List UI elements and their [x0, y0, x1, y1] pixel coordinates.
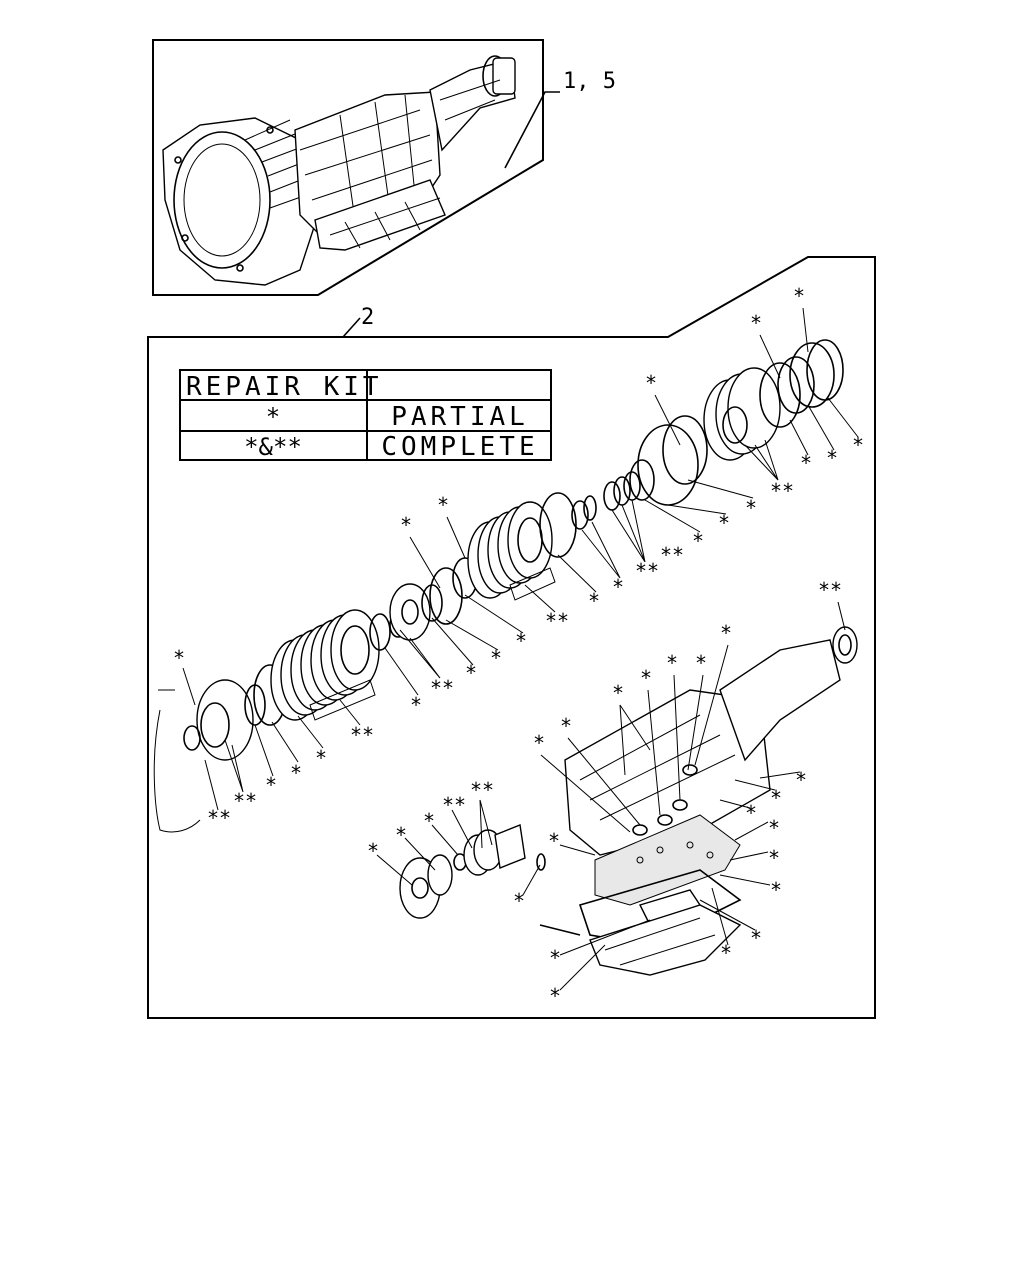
leader-lines — [182, 307, 859, 991]
part-mark: * — [513, 889, 525, 913]
complete-kit-symbol: *&** — [244, 433, 302, 461]
main-panel-frame — [147, 256, 876, 1019]
part-mark: ** — [430, 676, 454, 700]
part-mark: * — [549, 984, 561, 1008]
callout-label-2: 2 — [361, 305, 374, 330]
part-mark: * — [768, 816, 780, 840]
part-mark: * — [793, 284, 805, 308]
part-mark: * — [770, 878, 782, 902]
part-mark: * — [640, 666, 652, 690]
transmission-assembly-panel: 1, 5 — [152, 39, 616, 296]
part-mark: ** — [770, 479, 794, 503]
part-mark: * — [423, 809, 435, 833]
part-mark: * — [768, 846, 780, 870]
part-mark: * — [173, 646, 185, 670]
part-mark: ** — [545, 609, 569, 633]
part-mark: ** — [635, 559, 659, 583]
part-mark: * — [826, 446, 838, 470]
part-mark: ** — [470, 778, 494, 802]
part-mark: * — [315, 746, 327, 770]
part-mark: * — [645, 371, 657, 395]
part-mark: * — [770, 786, 782, 810]
part-mark: * — [720, 941, 732, 965]
overhaul-kit-panel: 2 REPAIR KIT * PARTIAL *&** COMPLETE — [147, 256, 876, 1019]
part-mark: * — [400, 513, 412, 537]
part-mark: * — [745, 496, 757, 520]
part-mark: * — [588, 589, 600, 613]
part-mark: ** — [350, 723, 374, 747]
part-mark: * — [718, 511, 730, 535]
callout-label-1-5: 1, 5 — [563, 69, 616, 94]
part-mark: * — [410, 693, 422, 717]
exploded-clutch-pack — [153, 339, 844, 833]
part-mark: * — [395, 823, 407, 847]
repair-kit-table-border — [179, 369, 552, 461]
callout-leader-2 — [342, 317, 361, 338]
part-mark: * — [692, 529, 704, 553]
part-mark: * — [465, 661, 477, 685]
partial-kit-label: PARTIAL — [391, 402, 529, 432]
part-mark: * — [745, 801, 757, 825]
part-mark: * — [490, 646, 502, 670]
part-mark: * — [549, 946, 561, 970]
part-mark: * — [367, 839, 379, 863]
part-mark: * — [666, 651, 678, 675]
part-mark: * — [515, 629, 527, 653]
transmission-drawing — [162, 55, 516, 286]
part-mark: * — [695, 651, 707, 675]
part-mark: * — [560, 714, 572, 738]
part-mark: * — [750, 311, 762, 335]
servo-group — [399, 824, 546, 919]
part-mark: * — [290, 761, 302, 785]
callout-leader-1-5 — [504, 91, 560, 169]
part-mark: * — [437, 493, 449, 517]
part-mark: * — [533, 731, 545, 755]
part-mark: * — [720, 621, 732, 645]
part-mark: * — [852, 433, 864, 457]
part-mark: ** — [207, 806, 231, 830]
repair-kit-title: REPAIR KIT — [186, 372, 383, 402]
part-mark: * — [795, 768, 807, 792]
part-mark: ** — [818, 578, 842, 602]
part-mark: * — [800, 451, 812, 475]
complete-kit-label: COMPLETE — [381, 432, 538, 462]
part-mark: * — [265, 773, 277, 797]
part-mark: ** — [660, 543, 684, 567]
partial-kit-symbol: * — [266, 403, 280, 431]
case-and-valve-body — [539, 626, 858, 976]
part-mark: * — [612, 575, 624, 599]
repair-kit-table: REPAIR KIT * PARTIAL *&** COMPLETE — [179, 369, 552, 462]
part-mark: * — [548, 829, 560, 853]
part-marks: * ** ** * * * ** * ** * * * * * ** * * *… — [173, 284, 864, 1008]
part-mark: * — [612, 681, 624, 705]
part-mark: * — [750, 926, 762, 950]
top-panel-frame — [152, 39, 544, 296]
part-mark: ** — [233, 789, 257, 813]
